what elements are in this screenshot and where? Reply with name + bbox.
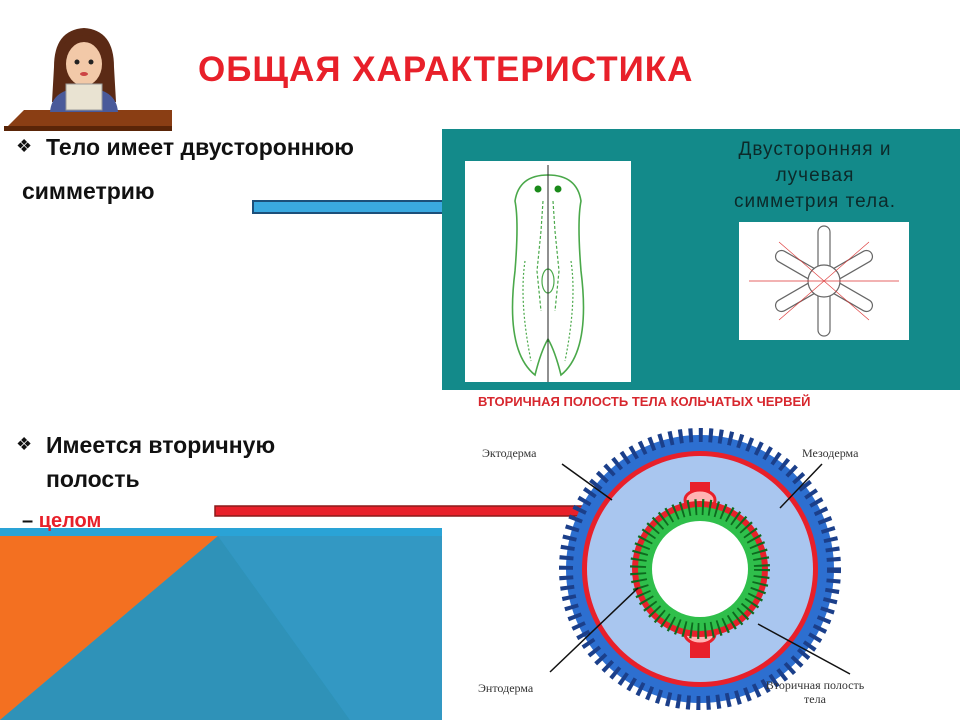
planarian-illustration: [465, 161, 631, 382]
annelid-diagram-title: ВТОРИЧНАЯ ПОЛОСТЬ ТЕЛА КОЛЬЧАТЫХ ЧЕРВЕЙ: [478, 394, 811, 409]
corner-decoration: [0, 528, 442, 720]
coelom-highlight: целом: [38, 510, 102, 532]
cavity-label-line1: Вторичная полость: [765, 678, 865, 692]
cavity-label: Вторичная полость тела: [720, 678, 910, 706]
bullet2-line3: – целом: [22, 510, 101, 533]
bullet1-line1: Тело имеет двустороннюю: [46, 134, 354, 160]
bullet2-line1: Имеется вторичную: [46, 432, 276, 458]
bullet2-dash: –: [22, 510, 34, 532]
symmetry-caption: Двусторонняя и лучевая симметрия тела.: [680, 137, 950, 215]
radial-symmetry-illustration: [739, 222, 909, 340]
endoderm-label: Энтодерма: [478, 681, 534, 695]
page-title: ОБЩАЯ ХАРАКТЕРИСТИКА: [198, 50, 694, 89]
ectoderm-label: Эктодерма: [482, 446, 537, 460]
bullet1-line2: симметрию: [22, 178, 155, 204]
caption-line: симметрия тела.: [734, 191, 896, 212]
annelid-cross-section: [549, 428, 851, 710]
diamond-bullet-icon: ❖: [16, 136, 33, 156]
caption-line: лучевая: [775, 165, 855, 186]
caption-line: Двусторонняя и: [738, 139, 892, 160]
mesoderm-label: Мезодерма: [802, 446, 859, 460]
cavity-label-line2: тела: [804, 692, 826, 706]
diamond-bullet-icon: ❖: [16, 434, 33, 454]
teacher-avatar-icon: [4, 28, 172, 131]
bullet2-line2: полость: [46, 466, 140, 492]
